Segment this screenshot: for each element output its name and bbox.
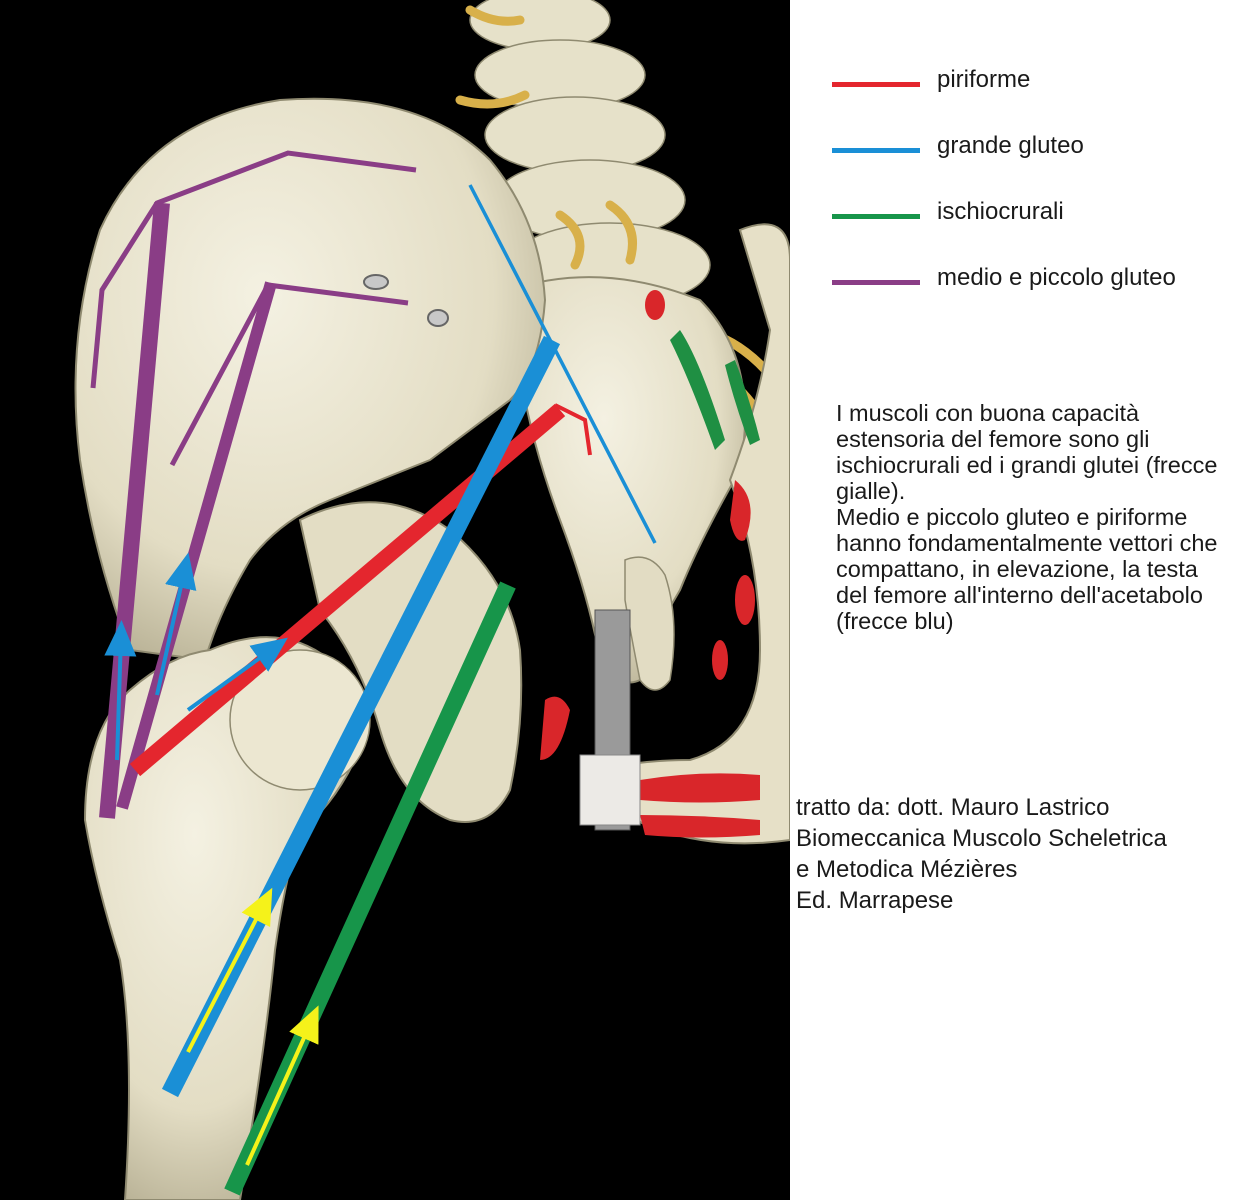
legend-label-piriforme: piriforme: [937, 66, 1031, 93]
compression-arrow-3: [186, 637, 288, 712]
legend-swatch-grande-gluteo: [832, 148, 920, 153]
description-paragraph-2: Medio e piccolo gluteo e piriforme hanno…: [836, 504, 1218, 634]
extension-arrow-grande-gluteo: [186, 887, 273, 1053]
legend-item-medio-piccolo-gluteo: medio e piccolo gluteo: [830, 260, 1230, 326]
gluteo-medio-vector: [99, 202, 170, 819]
skeleton-pelvis-photo: [0, 0, 790, 1200]
credit-line-3: e Metodica Mézières: [796, 856, 1018, 883]
grande-gluteo-origin-line: [468, 184, 657, 544]
legend-label-medio-piccolo-gluteo: medio e piccolo gluteo: [937, 264, 1176, 291]
legend-item-ischiocrurali: ischiocrurali: [830, 194, 1230, 260]
extension-arrows: [186, 887, 319, 1166]
left-ilium: [74, 97, 547, 662]
legend-label-grande-gluteo: grande gluteo: [937, 132, 1084, 159]
legend-item-grande-gluteo: grande gluteo: [830, 128, 1230, 194]
legend-swatch-ischiocrurali: [832, 214, 920, 219]
ischiocrurali-vector: [224, 581, 516, 1196]
gluteo-piccolo-vector: [116, 281, 277, 810]
legend-item-piriforme: piriforme: [830, 62, 1230, 128]
extension-arrow-ischiocrurali: [245, 1005, 319, 1166]
medio-piccolo-gluteo-lines: [90, 150, 417, 819]
legend-swatch-piriforme: [832, 82, 920, 87]
legend: piriforme grande gluteo ischiocrurali me…: [830, 62, 1230, 326]
credit-line-2: Biomeccanica Muscolo Scheletrica: [796, 825, 1167, 852]
description-paragraph-1: I muscoli con buona capacità estensoria …: [836, 400, 1218, 504]
description-text: I muscoli con buona capacità estensoria …: [836, 400, 1231, 634]
support-bracket: [579, 754, 641, 826]
muscle-attachment-marks: [540, 290, 760, 838]
grande-gluteo-lines: [161, 184, 657, 1098]
legend-swatch-medio-piccolo-gluteo: [832, 280, 920, 285]
credit-line-1: tratto da: dott. Mauro Lastrico: [796, 794, 1110, 821]
source-credit: tratto da: dott. Mauro Lastrico Biomecca…: [796, 792, 1236, 916]
ligament-marks: [670, 330, 760, 450]
legend-label-ischiocrurali: ischiocrurali: [937, 198, 1064, 225]
compression-arrow-2: [155, 552, 197, 696]
piriforme-origin: [554, 403, 592, 456]
grande-gluteo-vector: [161, 335, 561, 1098]
compression-arrow-1: [104, 620, 137, 761]
model-screws: [363, 274, 449, 327]
coccyx: [624, 556, 675, 691]
credit-line-4: Ed. Marrapese: [796, 887, 954, 914]
compression-arrows: [104, 552, 288, 761]
